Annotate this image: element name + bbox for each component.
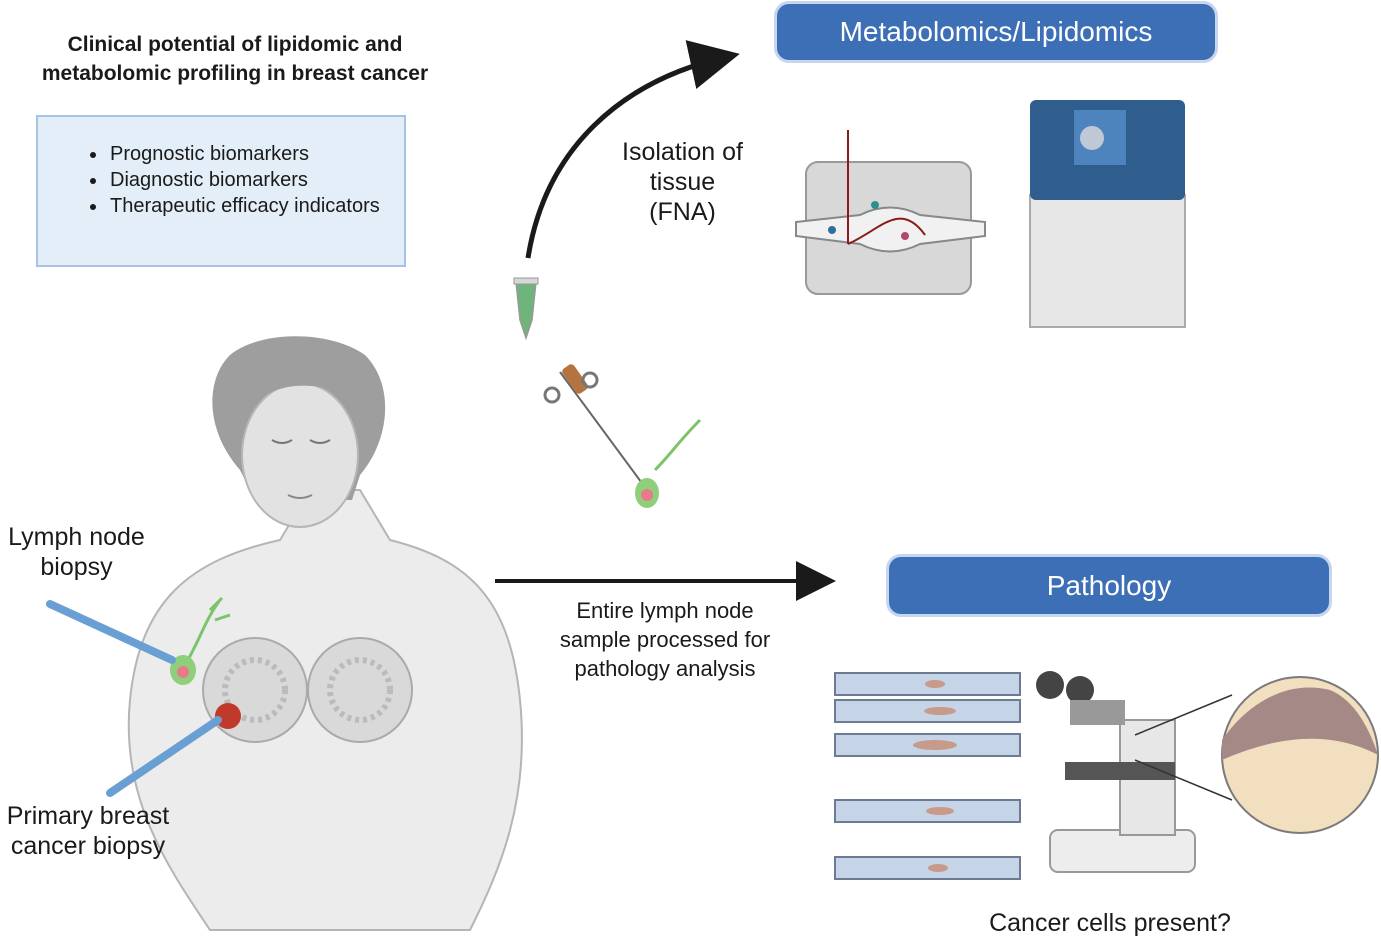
potential-list: Prognostic biomarkers Diagnostic biomark… xyxy=(38,117,404,219)
primary-label: Primary breast cancer biopsy xyxy=(0,801,176,861)
primary-line-1: Primary breast xyxy=(6,802,170,830)
slides-icon xyxy=(834,672,1021,880)
title-line-1: Clinical potential of lipidomic and xyxy=(67,33,403,56)
lymph-line-2: biopsy xyxy=(40,553,113,581)
mass-spectrometer-icon xyxy=(1029,100,1186,328)
lymph-label: Lymph node biopsy xyxy=(0,522,153,582)
ion-trap-icon xyxy=(795,130,986,295)
tube-syringe-icon xyxy=(513,277,702,508)
page-title: Clinical potential of lipidomic and meta… xyxy=(10,30,460,88)
fna-label: Isolation of tissue (FNA) xyxy=(590,137,775,227)
microscope-icon xyxy=(1036,671,1196,873)
fna-line-3: (FNA) xyxy=(649,198,716,226)
fna-line-1: Isolation of xyxy=(622,138,743,166)
potential-box: Prognostic biomarkers Diagnostic biomark… xyxy=(36,115,406,267)
potential-item: Diagnostic biomarkers xyxy=(108,167,404,193)
primary-line-2: cancer biopsy xyxy=(10,832,166,860)
entire-line-3: pathology analysis xyxy=(574,656,756,681)
potential-item: Prognostic biomarkers xyxy=(108,141,404,167)
potential-item: Therapeutic efficacy indicators xyxy=(108,193,404,219)
woman-figure-icon xyxy=(46,336,523,931)
entire-line-1: Entire lymph node xyxy=(576,598,754,623)
metabolomics-pill: Metabolomics/Lipidomics xyxy=(777,4,1215,60)
title-line-2: metabolomic profiling in breast cancer xyxy=(41,62,429,85)
entire-label: Entire lymph node sample processed for p… xyxy=(530,596,800,683)
magnified-tissue-icon xyxy=(1134,676,1379,834)
pathology-pill: Pathology xyxy=(889,557,1329,614)
curved-arrow xyxy=(525,40,740,259)
cancer-question: Cancer cells present? xyxy=(989,909,1231,937)
lymph-line-1: Lymph node xyxy=(8,523,145,551)
entire-line-2: sample processed for xyxy=(559,627,771,652)
fna-line-2: tissue xyxy=(649,168,716,196)
